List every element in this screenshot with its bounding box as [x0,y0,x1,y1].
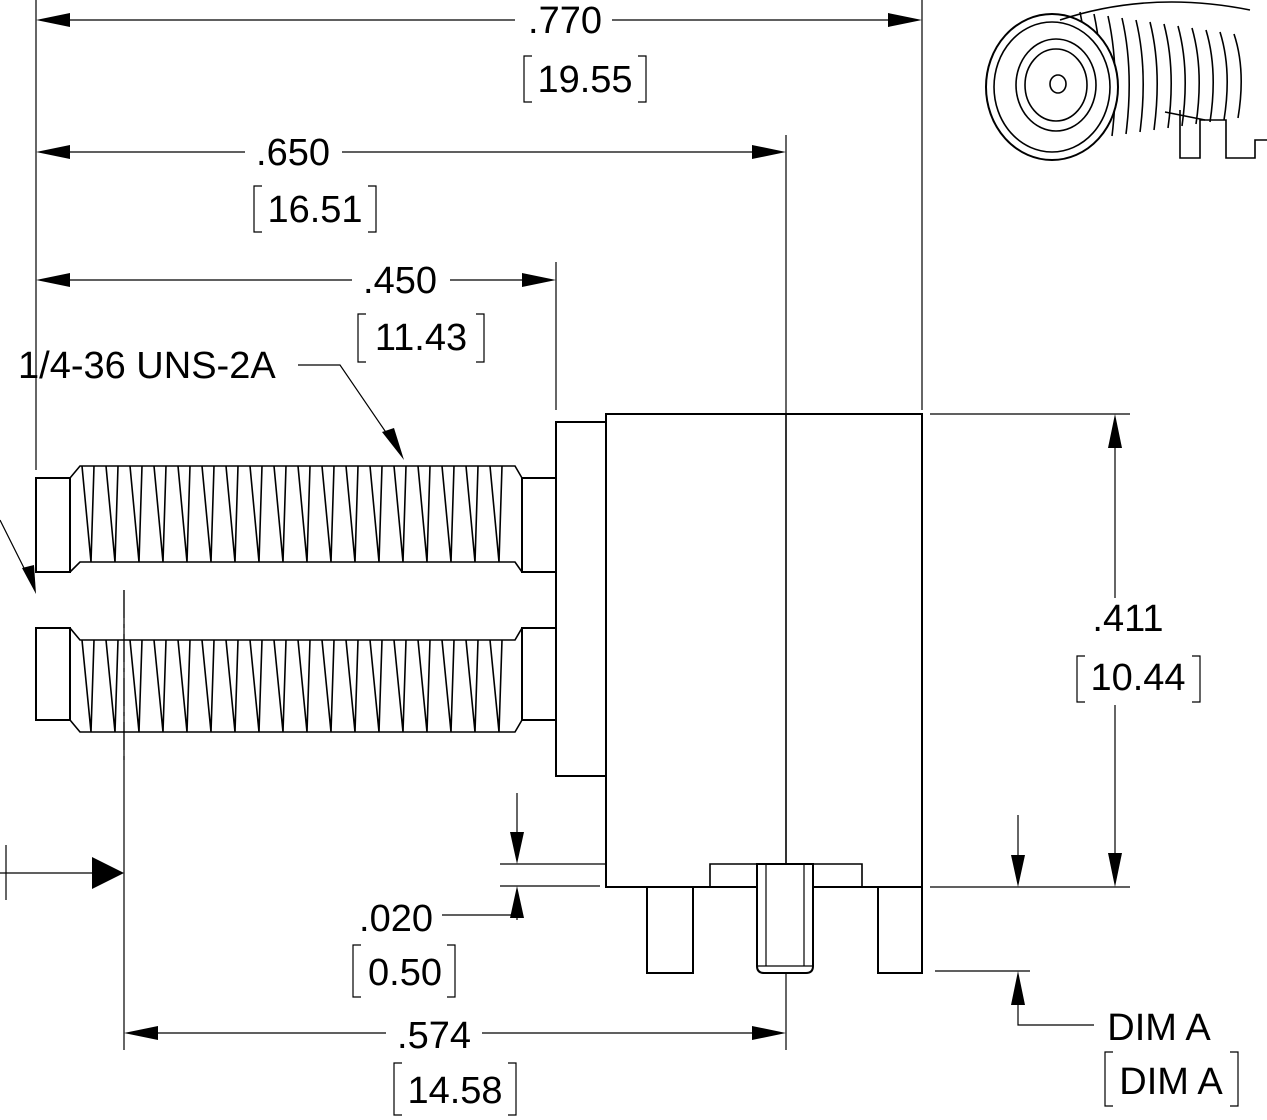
dim-length-650-mm: 16.51 [267,189,362,231]
dim-pin-length-mm: DIM A [1119,1061,1223,1103]
dim-overall-length: .770 19.55 [36,0,922,103]
dim-ref-length-mm: 14.58 [407,1070,502,1112]
thread-bottom-teeth [81,639,503,733]
dim-standoff-mm: 0.50 [368,952,442,994]
datum-marker [0,845,124,900]
dim-overall-length-mm: 19.55 [537,59,632,101]
dim-overall-length-inch: .770 [528,0,602,42]
dim-body-height-mm: 10.44 [1090,657,1185,699]
dim-body-height-inch: .411 [1092,598,1163,640]
dim-ref-length: .574 14.58 [124,1015,786,1116]
pcb-pins [646,863,923,974]
dim-thread-length-mm: 11.43 [375,317,467,359]
connector-housing [555,413,923,888]
dim-length-650: .650 16.51 [36,132,786,233]
dim-thread-length: .450 11.43 [36,260,556,363]
dim-pin-length: DIM A DIM A [1011,971,1239,1107]
dim-length-650-inch: .650 [256,132,330,174]
thread-top-teeth [81,465,503,563]
dim-thread-length-inch: .450 [363,260,437,302]
dim-standoff: .020 0.50 [352,793,524,998]
dim-pin-length-inch: DIM A [1107,1007,1211,1049]
dim-body-height: .411 10.44 [1011,414,1201,887]
thread-spec-label: 1/4-36 UNS-2A [18,345,276,387]
isometric-view [985,1,1267,161]
dim-ref-length-inch: .574 [397,1015,471,1057]
threaded-barrel [35,465,557,765]
dim-standoff-inch: .020 [359,898,433,940]
thread-callout: 1/4-36 UNS-2A [0,345,404,594]
